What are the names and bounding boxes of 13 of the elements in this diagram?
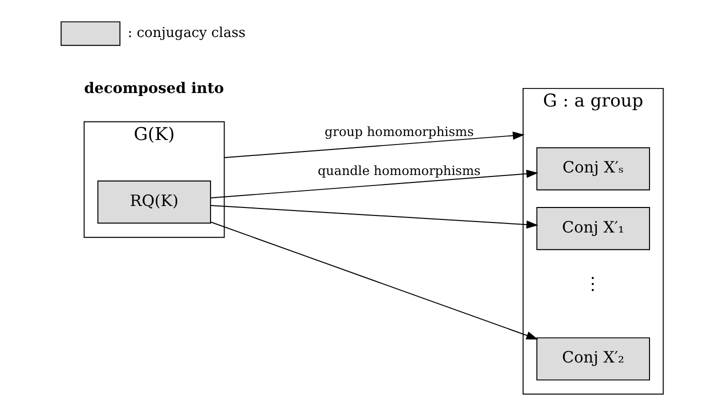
arrow [210,170,538,198]
node-box: Conj X′₂ [536,337,650,380]
node-box: RQ(K) [97,180,212,224]
node-box: Conj X′₁ [536,207,650,250]
label: ⋮ [584,274,602,295]
legend-label: : conjugacy class [128,25,246,42]
edge-label: quandle homomorphisms [318,164,481,180]
node-box: Conj X′ₛ [536,147,650,190]
arrow [224,132,525,158]
edge-label: group homomorphisms [324,124,474,140]
label: decomposed into [84,80,224,97]
arrow [210,204,538,229]
arrow [210,222,538,340]
